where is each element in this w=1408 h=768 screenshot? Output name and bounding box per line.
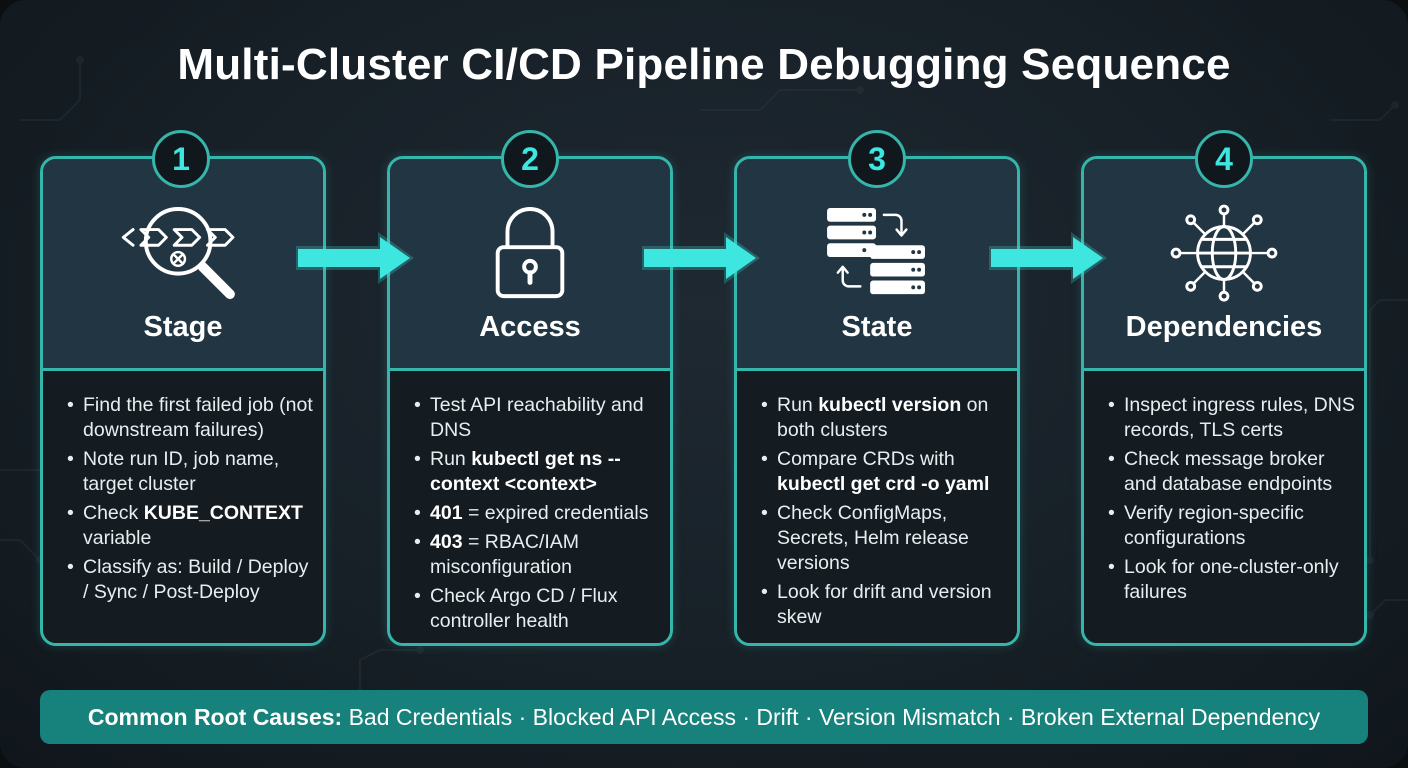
step-card-header: State — [737, 159, 1017, 371]
step-item: Check ConfigMaps, Secrets, Helm release … — [761, 501, 1011, 576]
step-item: Look for one-cluster-only failures — [1108, 555, 1358, 605]
step-item: Check KUBE_CONTEXT variable — [67, 501, 317, 551]
step-item: 403 = RBAC/IAM misconfiguration — [414, 530, 664, 580]
step-item: Find the first failed job (not downstrea… — [67, 393, 317, 443]
step-card-body: Test API reachability and DNSRun kubectl… — [390, 371, 670, 643]
padlock-icon — [495, 207, 565, 299]
step-item: Test API reachability and DNS — [414, 393, 664, 443]
step-items-list: Inspect ingress rules, DNS records, TLS … — [1108, 393, 1358, 609]
step-card-dependencies: Dependencies Inspect ingress rules, DNS … — [1081, 156, 1367, 646]
server-sync-icon — [827, 208, 925, 295]
step-card-header: Access — [390, 159, 670, 371]
step-item: Inspect ingress rules, DNS records, TLS … — [1108, 393, 1358, 443]
flow-arrow-icon — [642, 232, 760, 284]
step-item: Check message broker and database endpoi… — [1108, 447, 1358, 497]
step-item: Look for drift and version skew — [761, 580, 1011, 630]
step-card-header: Stage — [43, 159, 323, 371]
globe-network-icon — [1170, 204, 1278, 302]
page-title: Multi-Cluster CI/CD Pipeline Debugging S… — [177, 40, 1231, 89]
step-title: Stage — [143, 311, 223, 343]
step-item: Compare CRDs with kubectl get crd -o yam… — [761, 447, 1011, 497]
step-card-body: Run kubectl version on both clustersComp… — [737, 371, 1017, 643]
flow-arrow-icon — [989, 232, 1107, 284]
step-number-badge: 4 — [1195, 130, 1253, 188]
step-item: Run kubectl version on both clusters — [761, 393, 1011, 443]
step-item: Verify region-specific configurations — [1108, 501, 1358, 551]
magnifier-pipeline-icon — [121, 207, 235, 300]
step-title: Access — [479, 311, 581, 343]
step-item: Note run ID, job name, target cluster — [67, 447, 317, 497]
step-item: Check Argo CD / Flux controller health — [414, 584, 664, 634]
step-items-list: Find the first failed job (not downstrea… — [67, 393, 317, 609]
step-number-badge: 1 — [152, 130, 210, 188]
root-causes-label: Common Root Causes: — [87, 704, 343, 730]
step-card-stage: Stage Find the first failed job (not dow… — [40, 156, 326, 646]
step-card-state: State Run kubectl version on both cluste… — [734, 156, 1020, 646]
step-items-list: Test API reachability and DNSRun kubectl… — [414, 393, 664, 638]
step-item: 401 = expired credentials — [414, 501, 664, 526]
step-card-header: Dependencies — [1084, 159, 1364, 371]
step-items-list: Run kubectl version on both clustersComp… — [761, 393, 1011, 634]
step-card-body: Find the first failed job (not downstrea… — [43, 371, 323, 643]
step-item: Classify as: Build / Deploy / Sync / Pos… — [67, 555, 317, 605]
flow-arrow-icon — [296, 232, 414, 284]
step-title: State — [841, 311, 913, 343]
step-number-badge: 2 — [501, 130, 559, 188]
step-item: Run kubectl get ns --context <context> — [414, 447, 664, 497]
step-card-body: Inspect ingress rules, DNS records, TLS … — [1084, 371, 1364, 643]
step-card-access: Access Test API reachability and DNSRun … — [387, 156, 673, 646]
step-number-badge: 3 — [848, 130, 906, 188]
root-causes-text: Bad Credentials · Blocked API Access · D… — [342, 704, 1321, 730]
step-title: Dependencies — [1125, 311, 1323, 343]
root-causes-banner: Common Root Causes: Bad Credentials · Bl… — [40, 690, 1368, 744]
